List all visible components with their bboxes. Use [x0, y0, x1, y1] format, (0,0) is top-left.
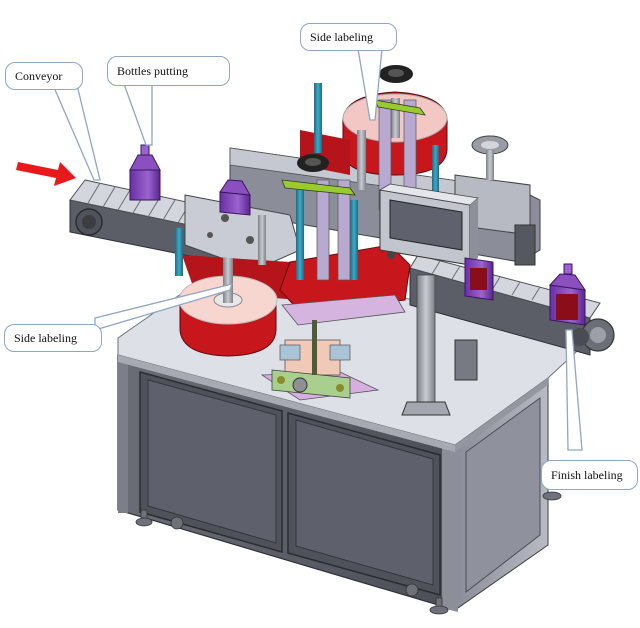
callout-label: Bottles putting	[117, 63, 189, 78]
bottle-center	[219, 179, 251, 216]
labeling-head-base	[260, 294, 406, 401]
callout-pointers	[52, 48, 583, 451]
bottle-input	[129, 144, 161, 201]
leveling-feet	[135, 491, 562, 615]
callout-finish-labeling: Finish labeling	[541, 460, 638, 490]
callout-label: Finish labeling	[551, 467, 623, 482]
callout-side-labeling-left: Side labeling	[4, 324, 102, 352]
callout-label: Side labeling	[14, 330, 77, 345]
callout-conveyor: Conveyor	[5, 62, 83, 90]
columns	[175, 83, 478, 416]
star-wheel-plate	[184, 194, 301, 271]
bottle-exit-1	[464, 257, 494, 301]
hmi-touch-screen	[378, 183, 479, 266]
callout-bottles-putting: Bottles putting	[107, 56, 230, 86]
callout-side-labeling-top: Side labeling	[300, 23, 397, 51]
bottle-finished	[548, 263, 587, 326]
callout-label: Conveyor	[15, 68, 63, 83]
cabinet	[117, 267, 602, 615]
label-roll-front	[178, 258, 278, 357]
flow-direction-arrow-icon	[16, 162, 76, 186]
adjust-handwheels	[281, 65, 426, 196]
callout-label: Side labeling	[310, 29, 373, 44]
